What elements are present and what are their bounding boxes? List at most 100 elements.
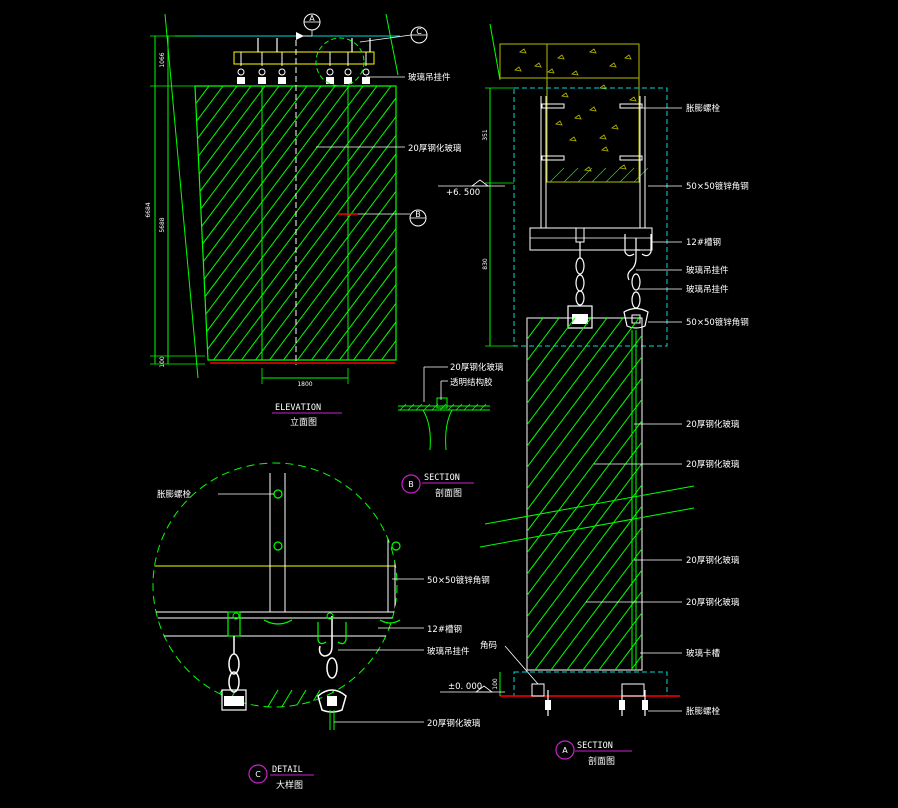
section-a-hatch-stroke (527, 318, 576, 383)
elevation-hanger-ring (258, 68, 266, 76)
section-a-label-angle-steel-2: 50×50镀锌角钢 (686, 317, 749, 328)
concrete-aggregate-mark (534, 62, 542, 68)
elevation-hatch-stroke (325, 86, 396, 360)
concrete-aggregate-mark (561, 92, 569, 98)
elevation-hatch-stroke (241, 86, 396, 360)
hanger-right-clamp (623, 307, 649, 329)
concrete-hatch-stroke (633, 167, 649, 183)
concrete-hatch-stroke (591, 167, 607, 183)
section-a-dim-base: 100 (492, 678, 499, 690)
detail-chain-clamp (221, 689, 247, 711)
chain-left-clamp-fill (572, 314, 588, 324)
section-a-subtitle: 剖面图 (588, 755, 615, 767)
detail-bolt-upper (273, 489, 283, 499)
concrete-aggregate-mark (557, 54, 565, 60)
elevation-hatch-stroke (269, 86, 396, 360)
section-a-hatch-stroke (527, 462, 642, 618)
section-b-hatch-stroke (471, 403, 479, 411)
elevation-subtitle: 立面图 (290, 416, 317, 428)
bolt-lower-right (619, 155, 643, 161)
section-a-bottom-bolts (545, 690, 648, 716)
section-a-hatch-stroke (527, 377, 642, 533)
concrete-aggregate-mark (571, 70, 579, 76)
elevation-hatch-stroke (195, 86, 280, 360)
detail-weld-1 (263, 619, 293, 625)
section-a-labels: 胀膨螺栓50×50镀锌角钢12#槽钢玻璃吊挂件玻璃吊挂件50×50镀锌角钢20厚… (586, 103, 749, 717)
bottom-bolt-2-nut (619, 700, 625, 710)
elevation-hatch-stroke (195, 86, 378, 360)
section-a-hatch-stroke (527, 419, 642, 575)
section-a-title: SECTION (577, 741, 613, 751)
elevation-hatch-stroke (283, 86, 396, 360)
label-glass: 20厚钢化玻璃 (408, 143, 462, 154)
section-b-label-sealant: 透明结构胶 (450, 377, 493, 388)
detail-hatch-stroke (343, 689, 363, 707)
dim-width-text: 1800 (297, 381, 312, 388)
section-a-concrete-hatch (514, 48, 649, 183)
elevation-hanger-ring (326, 68, 334, 76)
concrete-aggregate-mark (514, 66, 522, 72)
marker-c-leader (359, 34, 412, 43)
elevation-hatch-stroke (395, 86, 396, 360)
section-a-label-hanger-1: 玻璃吊挂件 (686, 265, 729, 276)
hanger-right-bracket-left (624, 234, 635, 257)
elevation-view: 6684 1066 5688 100 1800 A B C 玻璃吊挂件 20厚钢… (145, 13, 462, 428)
elevation-hatch-stroke (227, 86, 396, 360)
detail-hatch-stroke (259, 689, 279, 707)
section-a-hatch-stroke (527, 318, 560, 362)
detail-hatch-stroke (385, 689, 395, 707)
bolt-upper-left (541, 103, 565, 109)
detail-nut-right (326, 612, 334, 620)
section-a-hatch-stroke (582, 590, 642, 670)
detail-label-hanger: 玻璃吊挂件 (427, 646, 470, 657)
section-a-chain-left (567, 227, 593, 329)
elevation-hatch-stroke (195, 86, 350, 360)
elevation-hatch-stroke (195, 86, 364, 360)
detail-label-glass: 20厚钢化玻璃 (427, 718, 481, 729)
concrete-aggregate-mark (629, 96, 637, 102)
section-b-title: SECTION (424, 473, 460, 483)
section-a-glass-hatch (527, 318, 642, 670)
marker-c-label: C (416, 27, 422, 36)
section-a-hatch-stroke (550, 547, 642, 670)
section-b-marker-circle (401, 474, 421, 494)
section-b-marker-label: B (408, 480, 414, 489)
elevation-hanger-clamp (344, 77, 352, 84)
section-a-label-glass-2: 20厚钢化玻璃 (686, 459, 740, 470)
concrete-aggregate-mark (574, 114, 582, 120)
concrete-aggregate-mark (519, 48, 527, 54)
elevation-hanger-ring (362, 68, 370, 76)
elevation-hatch-stroke (195, 86, 308, 360)
level-ground-text: ±0. 000 (448, 682, 482, 692)
elevation-hanger-clamp (326, 77, 334, 84)
section-a-hatch-stroke (527, 505, 642, 661)
section-a-view: 351 830 100 +6. 500 ±0. 000 胀膨螺栓50×50镀锌角… (438, 23, 749, 767)
section-a-hatch-stroke (630, 654, 642, 670)
section-a-hatch-stroke (527, 318, 640, 469)
elevation-hatch-stroke (195, 86, 266, 360)
section-b-hatch-stroke (423, 403, 431, 411)
chain-left-clamp (567, 305, 593, 329)
section-a-label-clip: 玻璃卡槽 (686, 648, 721, 659)
detail-label-angle: 50×50镀锌角钢 (427, 575, 490, 586)
section-a-label-glass-4: 20厚钢化玻璃 (686, 597, 740, 608)
detail-hatch-stroke (357, 689, 377, 707)
section-a-beam (546, 43, 640, 183)
bolt-lower-left (541, 155, 565, 161)
detail-bolt-right (391, 541, 401, 551)
section-a-break-2 (479, 507, 695, 548)
elevation-hatch-stroke (213, 86, 396, 360)
elevation-hangers (237, 38, 371, 84)
hanger-right-link-1 (631, 273, 641, 291)
section-a-bolts (541, 103, 643, 161)
section-a-hatch-stroke (614, 633, 642, 670)
elevation-glass-hatch (195, 86, 396, 360)
chain-left-link-1 (575, 257, 585, 275)
elevation-hatch-stroke (199, 86, 396, 360)
detail-c-marker-label: C (255, 770, 261, 779)
elevation-outline-right (385, 13, 399, 76)
detail-label-bolt: 胀膨螺栓 (157, 489, 192, 500)
detail-c-circle (152, 462, 398, 708)
section-b-hatch (399, 403, 487, 411)
